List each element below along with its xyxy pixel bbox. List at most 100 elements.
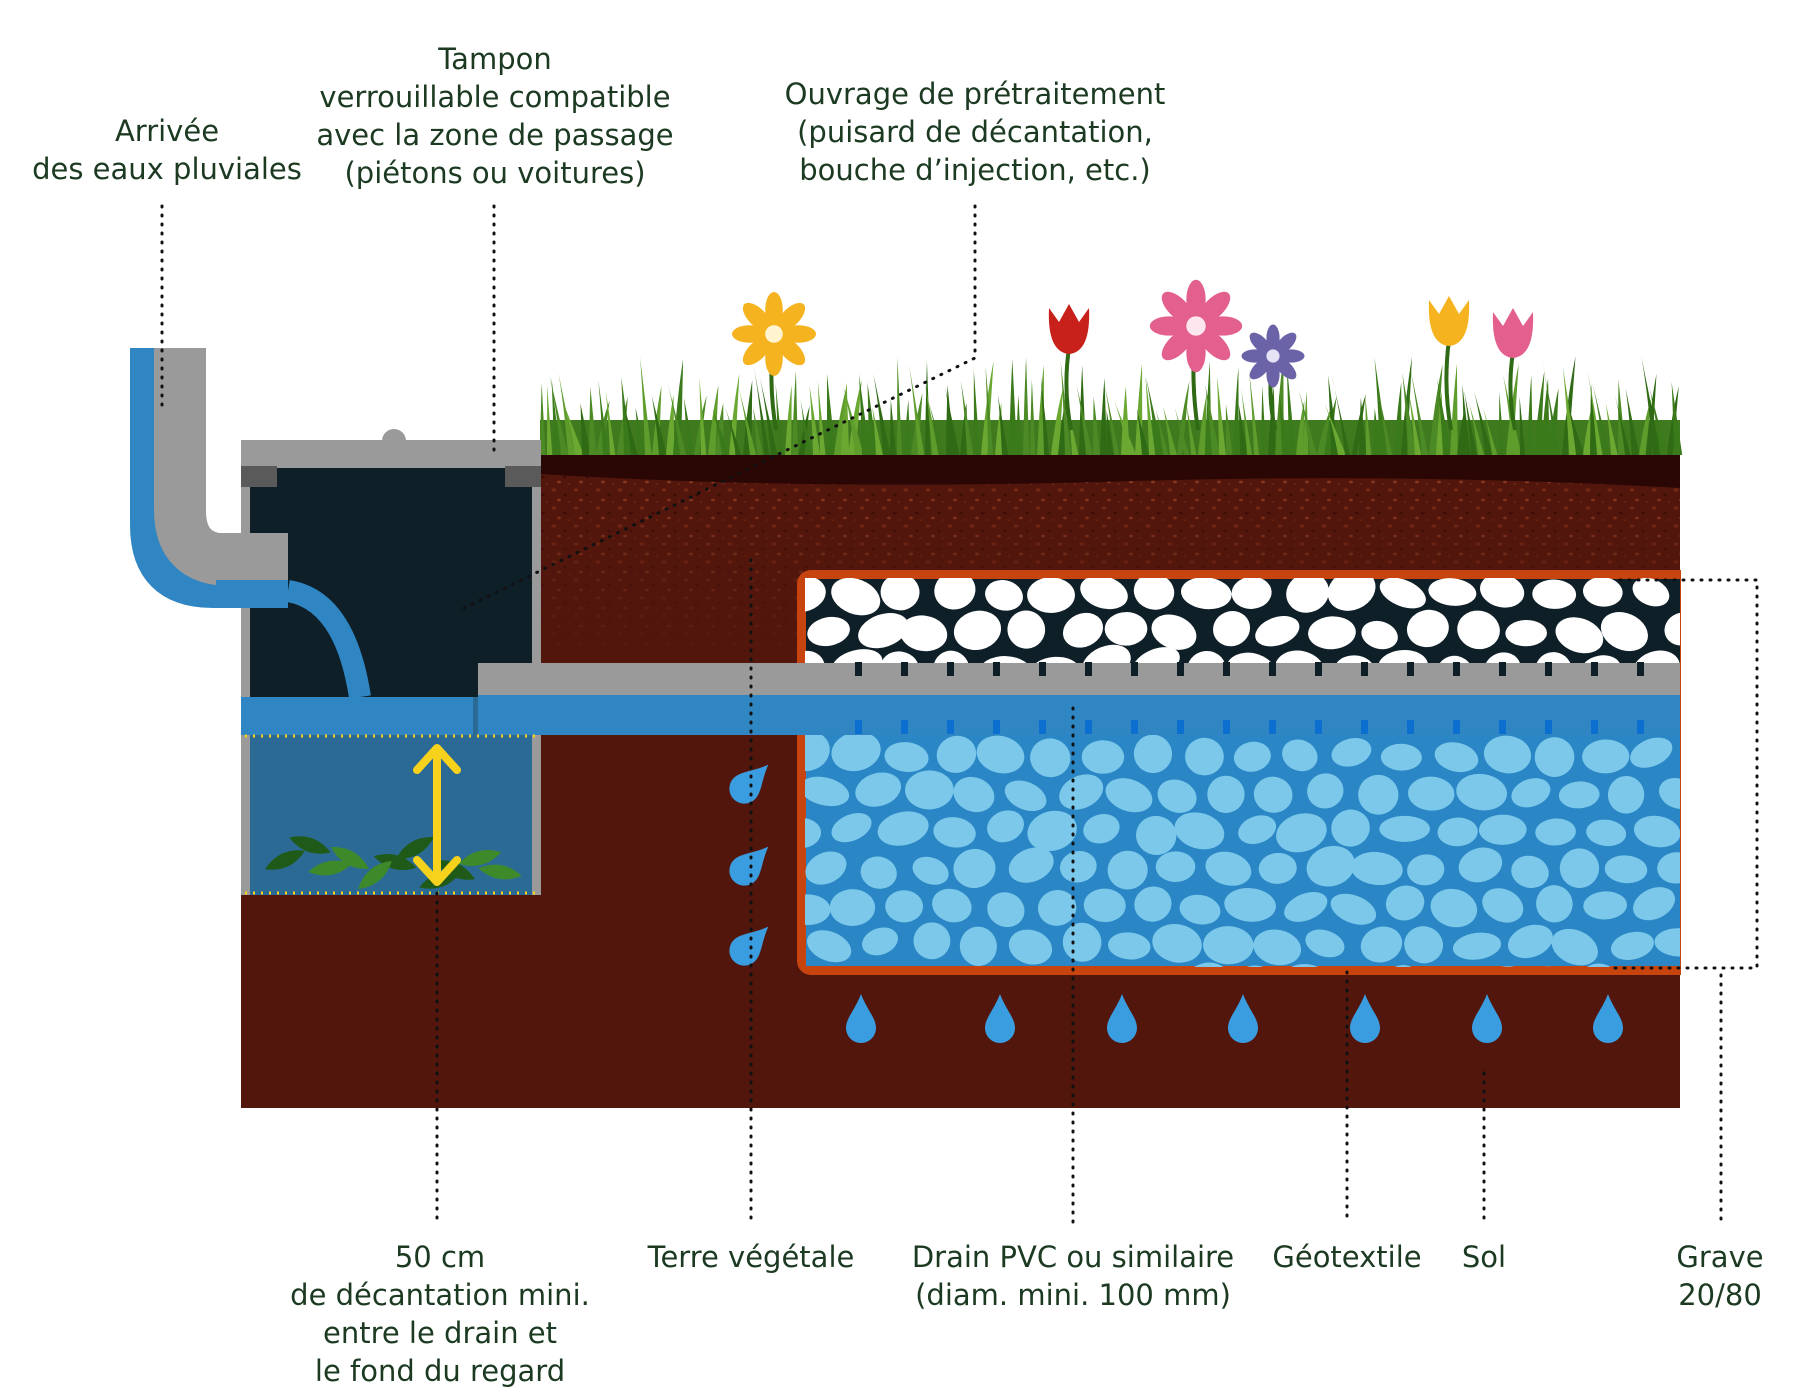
stone [1307, 773, 1344, 809]
inlet-pipe [130, 348, 288, 608]
grass-blade [848, 380, 862, 455]
leaf-icon [330, 846, 370, 870]
stone [1155, 851, 1196, 883]
perforation-water [901, 720, 908, 734]
stone [1308, 616, 1356, 650]
grass-blade [1145, 375, 1156, 455]
grass-blade [651, 395, 667, 455]
grass-blade [1590, 373, 1610, 455]
grass-blade [729, 373, 740, 455]
perforation-water [1591, 720, 1598, 734]
stone [880, 578, 920, 611]
grass-blade [1373, 408, 1381, 455]
stone [1536, 885, 1573, 923]
water-drop-icon [985, 994, 1015, 1043]
perforation [1407, 662, 1414, 676]
stone [1380, 743, 1422, 771]
grass-blade [997, 394, 1009, 455]
water-drop-icon [1107, 994, 1137, 1043]
stone [805, 732, 830, 772]
stone [1505, 620, 1547, 647]
stone [1511, 778, 1551, 808]
stone [831, 578, 881, 616]
daisy-icon [1241, 324, 1305, 388]
grass-blade [1365, 396, 1372, 455]
stone [855, 772, 902, 807]
grass-blade [1261, 385, 1267, 455]
grass-blade [904, 399, 910, 455]
grass-blade [737, 382, 757, 455]
tulip-icon [1048, 304, 1090, 354]
grass-blade [1499, 391, 1505, 455]
stone [806, 930, 852, 963]
stone [1428, 578, 1477, 606]
flower-stem [1444, 339, 1453, 431]
grass-blade [1394, 382, 1402, 455]
leaf-icon [289, 836, 331, 854]
stone [1179, 894, 1221, 925]
grass-blade [1462, 384, 1471, 455]
grass-blade [589, 386, 597, 455]
grass-blade [1567, 404, 1585, 455]
grass-blade [1527, 374, 1533, 455]
stone [1534, 737, 1575, 777]
grass-blade [1519, 396, 1526, 455]
grass-blade [551, 377, 561, 455]
drain-perforations-trench [855, 662, 1644, 734]
stone [1157, 779, 1197, 813]
stone [1532, 579, 1577, 609]
stone [1456, 773, 1507, 811]
manhole-lid [241, 443, 541, 466]
perforation [1315, 662, 1322, 676]
grass-blade [1450, 364, 1458, 455]
leaf-icon [265, 850, 305, 870]
grass-blade [1464, 390, 1477, 455]
stone [1205, 851, 1252, 886]
grass-blade [1374, 357, 1389, 455]
drain-pipe-trench [797, 663, 1680, 695]
stone [1360, 926, 1403, 963]
grass-blade [1641, 356, 1662, 455]
stone [1555, 617, 1604, 654]
grass-blade [826, 373, 836, 455]
stone [976, 735, 1025, 774]
grass-blade [1317, 409, 1331, 455]
grass-blade [1373, 371, 1393, 455]
water-drop-icon [729, 926, 769, 966]
stone [1406, 609, 1449, 648]
grass-blade [1667, 386, 1679, 455]
grass-blade [1482, 406, 1498, 455]
leaf-icon [458, 850, 502, 866]
stone [1284, 891, 1328, 922]
grass-blade [785, 385, 792, 455]
grass-blade [925, 391, 945, 455]
stone [934, 578, 976, 610]
stone [1361, 620, 1398, 650]
grass-blade [1233, 367, 1239, 455]
perforation [1223, 662, 1230, 676]
grass-blade [580, 403, 591, 455]
leaf-icon [358, 860, 392, 890]
stone [1226, 652, 1276, 671]
stone [805, 894, 831, 926]
stone [1062, 612, 1104, 648]
stone [805, 578, 826, 613]
grass-blade [1093, 396, 1101, 455]
trench-cutoff [1681, 560, 1701, 980]
stone [1633, 887, 1676, 921]
stone [1108, 932, 1151, 960]
leaf-icon [478, 864, 522, 880]
grass-blade [792, 370, 799, 455]
stone [1233, 741, 1271, 772]
stone [860, 856, 897, 889]
grass-blade [1534, 370, 1545, 455]
perforation-water [1085, 720, 1092, 734]
grass-blade [1102, 375, 1120, 455]
stone [936, 735, 977, 773]
grass-blade [1402, 372, 1417, 455]
perforation-water [1131, 720, 1138, 734]
stone [1258, 852, 1297, 884]
perforation-water [1499, 720, 1506, 734]
